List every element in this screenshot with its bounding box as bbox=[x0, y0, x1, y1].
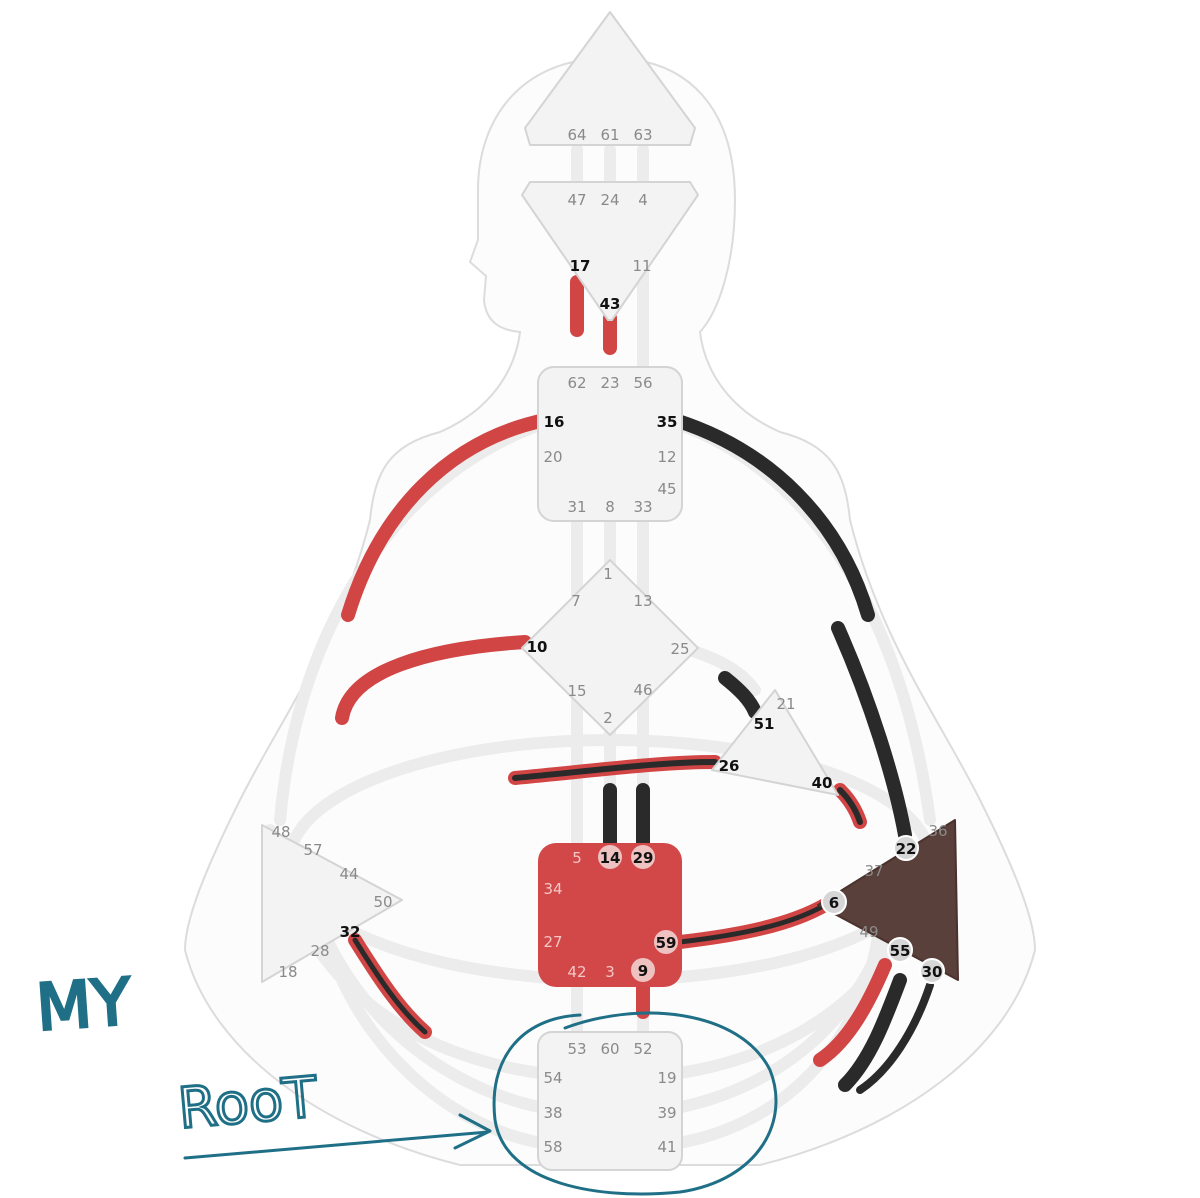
gate-8: 8 bbox=[605, 498, 615, 516]
gate-63: 63 bbox=[633, 126, 652, 144]
gate-46: 46 bbox=[633, 681, 652, 699]
gate-58: 58 bbox=[543, 1138, 562, 1156]
gate-3: 3 bbox=[605, 963, 615, 981]
gate-34: 34 bbox=[543, 880, 562, 898]
handwritten-annotation: MY RooT bbox=[32, 964, 778, 1196]
spleen-center bbox=[261, 824, 403, 983]
gate-19: 19 bbox=[657, 1069, 676, 1087]
gate-30: 30 bbox=[922, 963, 943, 981]
annotation-arrow bbox=[183, 1113, 492, 1160]
defined-channels bbox=[335, 275, 934, 1094]
gate-26: 26 bbox=[719, 757, 740, 775]
gate-highlights-grey bbox=[821, 835, 945, 984]
gate-14: 14 bbox=[600, 849, 621, 867]
gate-11: 11 bbox=[632, 257, 651, 275]
gate-6: 6 bbox=[829, 894, 839, 912]
gate-35: 35 bbox=[657, 413, 678, 431]
gate-64: 64 bbox=[567, 126, 586, 144]
annotation-circle bbox=[492, 1011, 778, 1196]
gate-62: 62 bbox=[567, 374, 586, 392]
g-center bbox=[521, 559, 699, 736]
gate-57: 57 bbox=[303, 841, 322, 859]
gate-54: 54 bbox=[543, 1069, 562, 1087]
annotation-word-root: RooT bbox=[176, 1065, 321, 1142]
gate-33: 33 bbox=[633, 498, 652, 516]
gate-13: 13 bbox=[633, 592, 652, 610]
heart-center bbox=[711, 689, 839, 796]
throat-center bbox=[537, 366, 683, 522]
gate-38: 38 bbox=[543, 1104, 562, 1122]
gate-43: 43 bbox=[600, 295, 621, 313]
gate-1: 1 bbox=[603, 565, 613, 583]
gate-17: 17 bbox=[570, 257, 591, 275]
sacral-center bbox=[538, 843, 682, 987]
gate-12: 12 bbox=[657, 448, 676, 466]
gate-24: 24 bbox=[600, 191, 619, 209]
gate-45: 45 bbox=[657, 480, 676, 498]
gate-40: 40 bbox=[812, 774, 833, 792]
gate-23: 23 bbox=[600, 374, 619, 392]
gate-56: 56 bbox=[633, 374, 652, 392]
gate-36: 36 bbox=[928, 822, 947, 840]
solar-plexus-center bbox=[817, 819, 959, 981]
gate-49: 49 bbox=[859, 923, 878, 941]
gate-48: 48 bbox=[271, 823, 290, 841]
gate-16: 16 bbox=[544, 413, 565, 431]
gate-28: 28 bbox=[310, 942, 329, 960]
gate-29: 29 bbox=[633, 849, 654, 867]
ajna-center bbox=[521, 181, 699, 321]
gate-27: 27 bbox=[543, 933, 562, 951]
gate-25: 25 bbox=[670, 640, 689, 658]
gate-highlights bbox=[598, 845, 678, 982]
gate-50: 50 bbox=[373, 893, 392, 911]
gate-37: 37 bbox=[864, 862, 883, 880]
gate-20: 20 bbox=[543, 448, 562, 466]
gate-32: 32 bbox=[340, 923, 361, 941]
head-center bbox=[524, 11, 696, 146]
gate-55: 55 bbox=[890, 942, 911, 960]
gate-31: 31 bbox=[567, 498, 586, 516]
gate-51: 51 bbox=[754, 715, 775, 733]
gate-4: 4 bbox=[638, 191, 648, 209]
gate-numbers: 64 61 63 47 24 4 17 11 43 62 23 56 16 35… bbox=[271, 126, 947, 1156]
annotation-word-my: MY bbox=[34, 965, 134, 1045]
gate-22: 22 bbox=[896, 840, 917, 858]
gate-47: 47 bbox=[567, 191, 586, 209]
gate-60: 60 bbox=[600, 1040, 619, 1058]
gate-2: 2 bbox=[603, 709, 613, 727]
gate-5: 5 bbox=[572, 849, 582, 867]
gate-53: 53 bbox=[567, 1040, 586, 1058]
gate-7: 7 bbox=[571, 592, 581, 610]
gate-15: 15 bbox=[567, 682, 586, 700]
gate-41: 41 bbox=[657, 1138, 676, 1156]
gate-18: 18 bbox=[278, 963, 297, 981]
gate-42: 42 bbox=[567, 963, 586, 981]
gate-10: 10 bbox=[527, 638, 548, 656]
gate-59: 59 bbox=[656, 934, 677, 952]
gate-39: 39 bbox=[657, 1104, 676, 1122]
gate-61: 61 bbox=[600, 126, 619, 144]
gate-21: 21 bbox=[776, 695, 795, 713]
gate-44: 44 bbox=[339, 865, 358, 883]
gate-52: 52 bbox=[633, 1040, 652, 1058]
root-center bbox=[537, 1031, 683, 1171]
gate-9: 9 bbox=[638, 962, 648, 980]
